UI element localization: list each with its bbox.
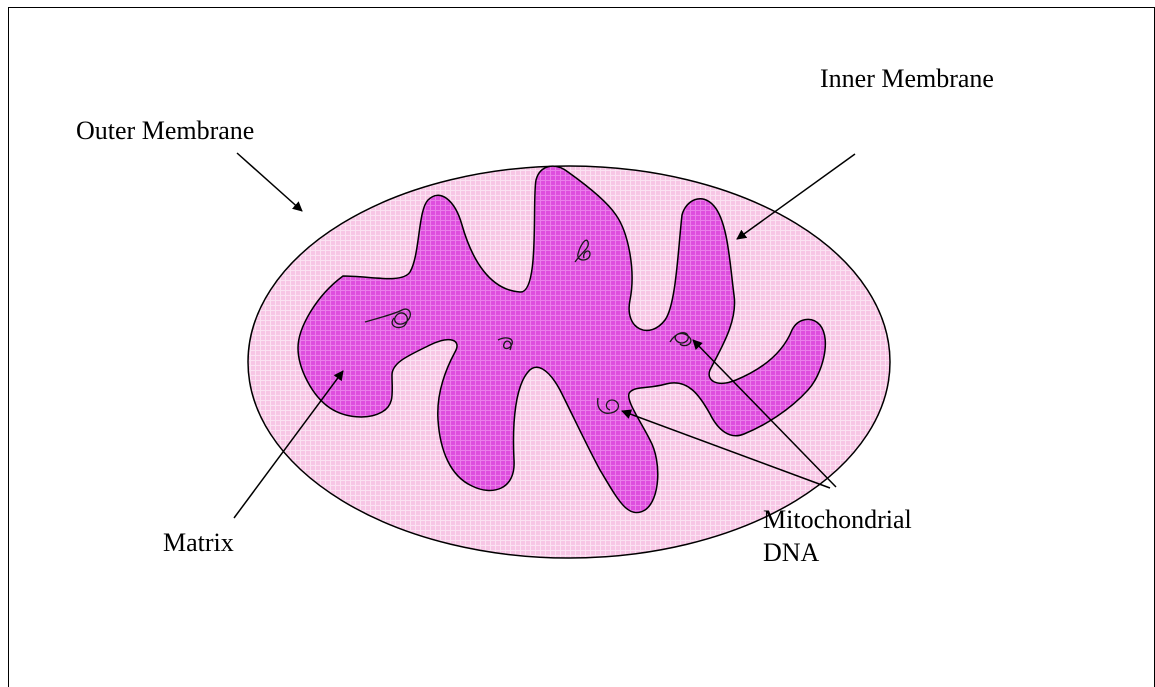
label-inner-membrane: Inner Membrane: [820, 64, 994, 93]
label-mito-dna-line2: DNA: [763, 538, 820, 567]
label-outer-membrane: Outer Membrane: [76, 116, 254, 145]
arrow-outer-membrane: [237, 153, 302, 211]
label-mito-dna-line1: Mitochondrial: [763, 505, 912, 534]
label-matrix: Matrix: [163, 528, 234, 557]
